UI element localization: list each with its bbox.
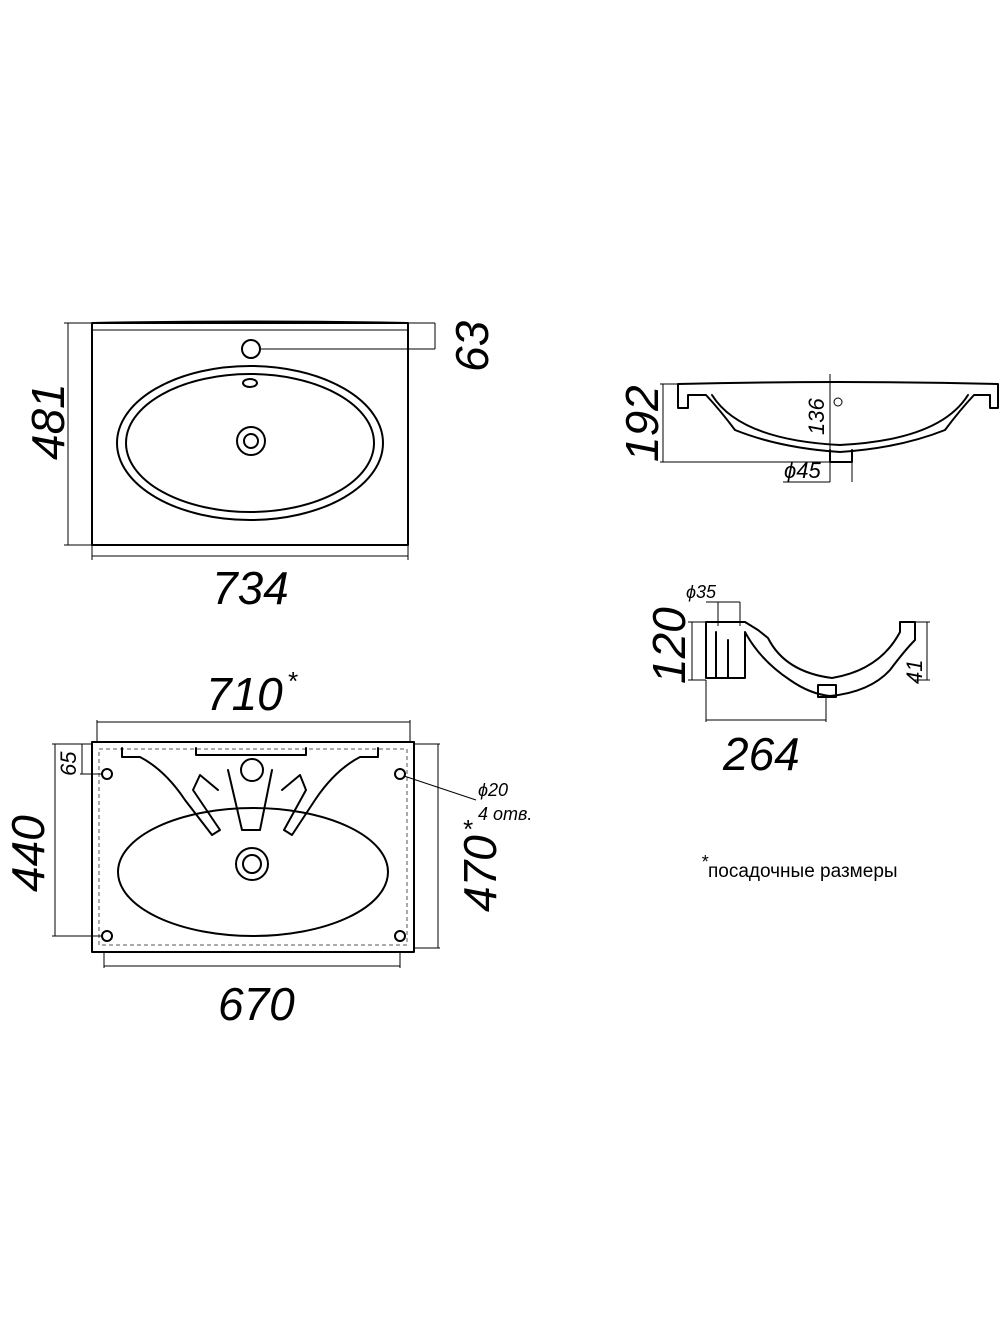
mounting-hole-bottom-right bbox=[394, 930, 406, 942]
dim-mount-outer-width: 710 bbox=[206, 668, 283, 720]
mounting-view-outline bbox=[91, 741, 415, 953]
section-view-drain bbox=[817, 684, 837, 698]
side-view-profile bbox=[677, 381, 999, 453]
dim-drain-diameter: ϕ45 bbox=[784, 458, 821, 483]
dim-mount-inner-width: 670 bbox=[218, 978, 295, 1030]
dim-tap-hole-diameter: ϕ35 bbox=[686, 582, 717, 602]
mounting-view-drain bbox=[235, 847, 269, 881]
dim-top-depth: 481 bbox=[22, 383, 74, 460]
dim-top-width: 734 bbox=[212, 562, 289, 614]
section-view: ϕ35 120 41 264 bbox=[643, 582, 930, 780]
dim-mount-outer-width-mark: * bbox=[287, 666, 298, 696]
top-view-drain-inner bbox=[243, 433, 259, 449]
dim-rim-height: 41 bbox=[902, 660, 927, 684]
footnote-mark: * bbox=[701, 852, 709, 872]
side-view-overflow bbox=[833, 397, 843, 407]
mounting-view-tap bbox=[240, 758, 264, 782]
dim-mount-inner-depth: 440 bbox=[2, 815, 54, 892]
dim-mount-edge-offset: 65 bbox=[56, 751, 81, 776]
mounting-view-bowl bbox=[117, 807, 389, 937]
mounting-hole-bottom-left bbox=[101, 930, 113, 942]
dim-tap-offset: 63 bbox=[446, 320, 498, 372]
top-view-overflow bbox=[242, 378, 258, 388]
dim-mount-outer-depth: 470 bbox=[454, 835, 506, 912]
top-view-drain bbox=[236, 426, 266, 456]
dim-section-height: 120 bbox=[643, 607, 695, 684]
top-view-tap-hole bbox=[241, 339, 261, 359]
mounting-view-brackets bbox=[121, 747, 379, 836]
dim-bowl-depth: 136 bbox=[804, 398, 829, 435]
dim-hole-diameter: ϕ20 bbox=[478, 780, 508, 800]
dim-hole-count: 4 отв. bbox=[478, 804, 532, 824]
mounting-hole-top-right bbox=[394, 768, 406, 780]
mounting-hole-top-left bbox=[101, 768, 113, 780]
side-view-bowl-inner bbox=[711, 394, 969, 446]
top-view-bowl-inner bbox=[125, 373, 375, 513]
top-view: 481 734 63 bbox=[22, 320, 498, 614]
side-view-drain bbox=[829, 449, 853, 463]
side-view: 192 136 ϕ45 bbox=[616, 374, 999, 483]
dim-side-height: 192 bbox=[616, 385, 668, 462]
dim-section-width: 264 bbox=[722, 728, 800, 780]
dim-mount-outer-depth-mark: * bbox=[462, 814, 473, 844]
top-view-bowl-outer bbox=[116, 365, 384, 521]
footnote: * посадочные размеры bbox=[701, 852, 898, 882]
footnote-text: посадочные размеры bbox=[708, 861, 898, 882]
section-view-profile bbox=[705, 621, 916, 697]
mounting-view: 710 * 670 440 470 * 65 ϕ20 4 отв. bbox=[2, 666, 532, 1030]
